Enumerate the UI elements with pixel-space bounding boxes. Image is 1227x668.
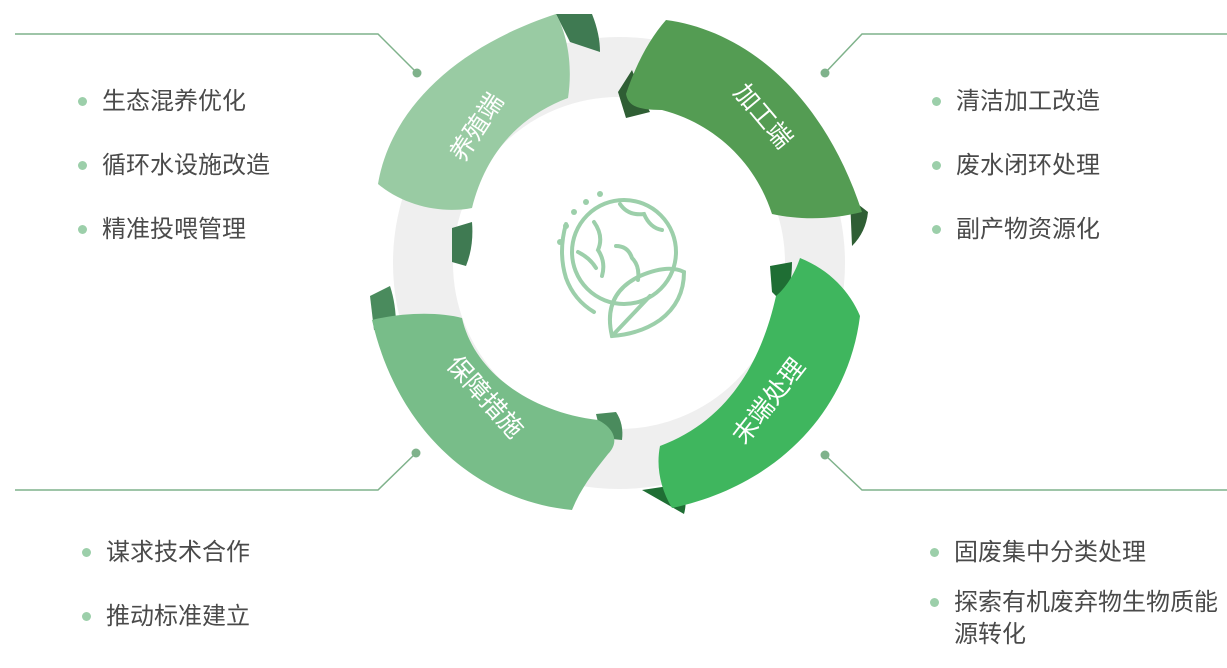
list-item: 副产物资源化 (930, 213, 1100, 245)
band-bottom-right (659, 258, 861, 508)
connector-bottom-left (15, 449, 421, 491)
globe-leaf-icon (557, 191, 684, 336)
band-fold-top-left-inner (452, 222, 472, 266)
list-item: 生态混养优化 (76, 85, 270, 117)
list-item: 谋求技术合作 (80, 536, 250, 568)
connector-bottom-right (821, 451, 1227, 491)
processing-measures-list: 清洁加工改造 废水闭环处理 副产物资源化 (930, 85, 1100, 277)
breeding-measures-list: 生态混养优化 循环水设施改造 精准投喂管理 (76, 85, 270, 277)
list-item: 废水闭环处理 (930, 149, 1100, 181)
connector-top-right (821, 34, 1227, 78)
list-item: 推动标准建立 (80, 600, 250, 632)
list-item: 探索有机废弃物生物质能源转化 (928, 586, 1227, 650)
connector-top-left (15, 34, 422, 78)
list-item: 清洁加工改造 (930, 85, 1100, 117)
list-item: 固废集中分类处理 (928, 536, 1227, 568)
list-item: 循环水设施改造 (76, 149, 270, 181)
end-treatment-measures-list: 固废集中分类处理 探索有机废弃物生物质能源转化 (928, 536, 1227, 668)
band-top-right (626, 20, 862, 218)
list-item: 精准投喂管理 (76, 213, 270, 245)
safeguard-measures-list: 谋求技术合作 推动标准建立 (80, 536, 250, 664)
